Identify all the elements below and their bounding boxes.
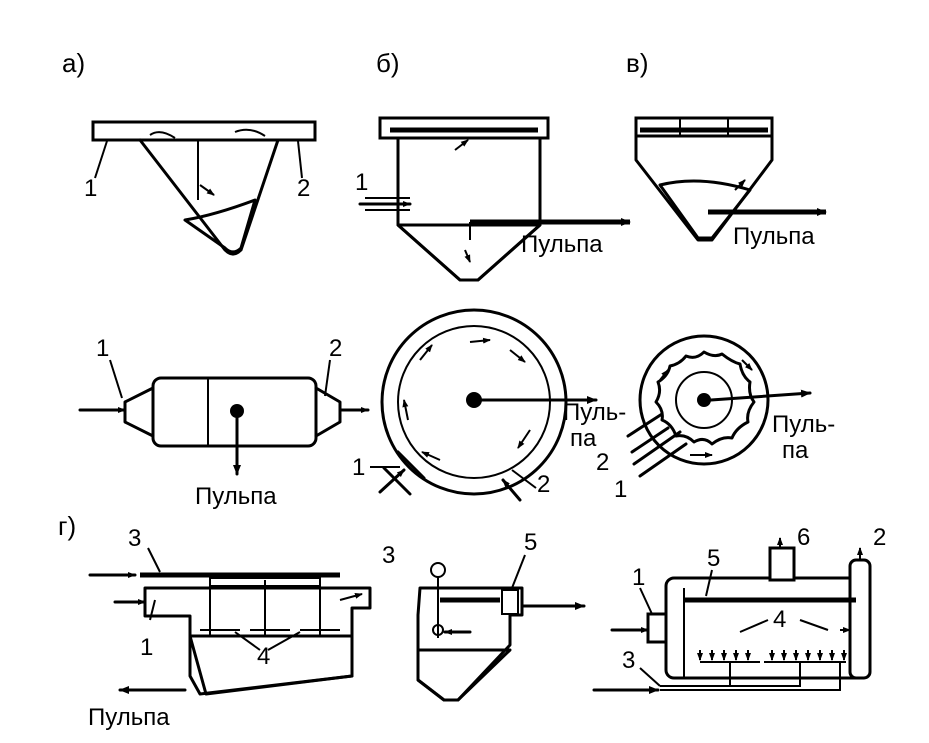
label-gr-3: 3 [622,647,635,674]
label-a-1: 1 [84,175,97,202]
vessel-a [91,120,317,256]
label-gl-3: 3 [128,525,141,552]
vessel-b [358,116,631,282]
pulp-label-gl: Пульпа [88,704,170,731]
vessel-g-middle [416,562,586,702]
pulp-label-v: Пульпа [733,223,815,250]
label-h-2: 2 [329,335,342,362]
label-c-1: 1 [352,454,365,481]
label-h-1: 1 [96,335,109,362]
panel-label-g: г) [58,511,76,541]
label-gr-6: 6 [797,524,810,551]
vessel-g-right [592,537,872,694]
label-gm-3: 3 [382,542,395,569]
pulp-label-b: Пульпа [521,231,603,258]
vessel-gear [626,334,812,478]
panel-label-b: б) [376,48,400,78]
pulp-label-c-top: Пуль- [563,399,626,426]
label-gl-1: 1 [140,634,153,661]
label-a-2: 2 [297,175,310,202]
pulp-label-h: Пульпа [195,483,277,510]
label-gm-5: 5 [524,529,537,556]
panel-label-v: в) [626,48,648,78]
vessel-v [634,116,827,242]
pulp-label-c-bottom: па [570,425,597,452]
vessel-circular [378,308,598,502]
pulp-label-gear-bottom: па [782,437,809,464]
label-gear-2: 2 [596,449,609,476]
vessel-g-left [88,572,372,696]
label-b-1: 1 [355,169,368,196]
label-gl-4: 4 [257,643,270,670]
label-gr-1: 1 [632,564,645,591]
label-gr-4: 4 [773,606,786,633]
label-c-2: 2 [537,471,550,498]
pulp-label-gear-top: Пуль- [772,411,835,438]
panel-label-a: а) [62,48,85,78]
label-gr-2: 2 [873,524,886,551]
vessel-horizontal [78,376,370,476]
label-gear-1: 1 [614,476,627,503]
label-gr-5: 5 [707,545,720,572]
